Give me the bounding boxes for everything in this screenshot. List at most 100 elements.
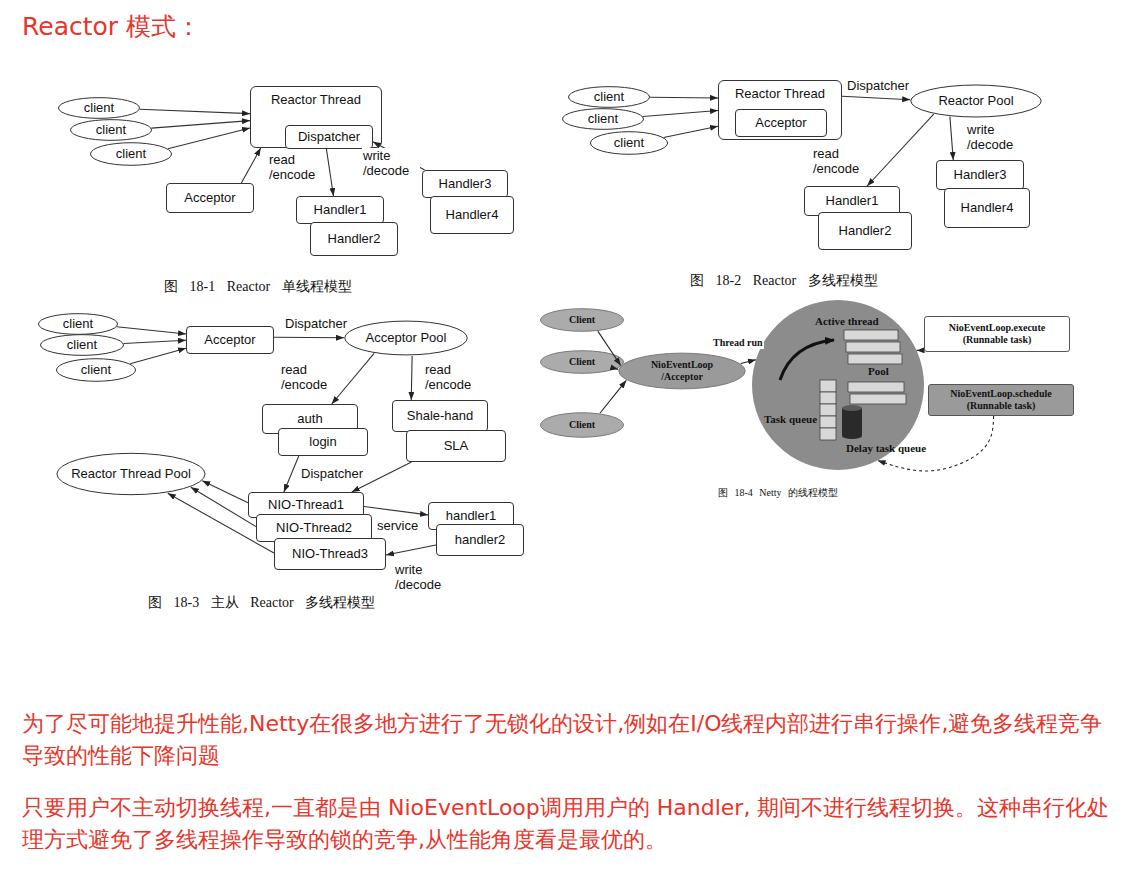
- connector-arrow: [326, 149, 333, 196]
- queue-cell: [820, 392, 836, 404]
- connector-arrow: [364, 507, 428, 515]
- thread-container-box: Reactor ThreadDispatcher: [250, 86, 382, 148]
- edge-label: read /encode: [812, 146, 866, 176]
- delay-queue-cylinder: [842, 405, 862, 439]
- edge-label: Dispatcher: [846, 78, 910, 93]
- node-label: Handler1: [314, 202, 367, 218]
- connector-arrow: [950, 117, 953, 160]
- figure-caption: 图 18-1 Reactor 单线程模型: [164, 278, 352, 296]
- node-label: client: [67, 337, 97, 353]
- ellipse-shape: [56, 359, 135, 382]
- ellipse-shape: [562, 109, 643, 130]
- process-box: Shale-hand: [392, 400, 488, 432]
- cylinder-top: [842, 405, 862, 411]
- acceptor-ellipse: NioEventLoop /Acceptor: [618, 352, 746, 390]
- node-label: NIO-Thread2: [276, 520, 352, 536]
- node-label: handler1: [446, 508, 497, 524]
- connector-arrow: [117, 327, 186, 334]
- edge-label: read /encode: [268, 152, 322, 182]
- node-label: Acceptor Pool: [366, 330, 447, 346]
- pool-bar: [848, 382, 904, 392]
- edge-label: write /decode: [362, 148, 420, 178]
- ellipse-node: Acceptor Pool: [344, 320, 468, 356]
- figure-caption: 图 18-4 Netty 的线程模型: [718, 486, 838, 500]
- queue-cell: [820, 428, 836, 440]
- node-label: client: [96, 122, 126, 138]
- node-label: Handler3: [439, 176, 492, 192]
- edge-label: Dispatcher: [284, 316, 348, 331]
- ellipse-shape: [619, 353, 745, 389]
- node-label: NIO-Thread1: [268, 497, 344, 513]
- node-label: Reactor Thread Pool: [71, 466, 191, 482]
- note-paragraph: 为了尽可能地提升性能,Netty在很多地方进行了无锁化的设计,例如在I/O线程内…: [22, 708, 1122, 772]
- process-box: login: [278, 428, 368, 456]
- node-label: login: [309, 434, 336, 450]
- node-label: NioEventLoop.execute (Runnable task): [930, 322, 1064, 346]
- pool-bar: [844, 330, 898, 340]
- connector-arrow: [168, 128, 250, 149]
- ellipse-node: Reactor Pool: [910, 84, 1042, 118]
- ellipse-node: client: [70, 119, 152, 141]
- node-label: Pool: [868, 365, 889, 378]
- node-label: Handler3: [954, 167, 1007, 183]
- client-ellipse: Client: [540, 412, 624, 438]
- note-paragraph: 只要用户不主动切换线程,一直都是由 NioEventLoop调用用户的 Hand…: [22, 792, 1122, 856]
- cylinder-body: [842, 408, 862, 436]
- ellipse-shape: [58, 98, 139, 119]
- pool-bar: [848, 354, 902, 364]
- node-label: Handler4: [961, 200, 1014, 216]
- ellipse-node: client: [56, 358, 136, 382]
- ellipse-shape: [90, 143, 171, 166]
- process-box: Handler2: [818, 212, 912, 250]
- node-label: client: [588, 111, 618, 127]
- node-label: Handler2: [839, 223, 892, 239]
- connector-arrow: [386, 545, 436, 555]
- node-label: handler2: [455, 532, 506, 548]
- node-label: client: [84, 100, 114, 116]
- node-label: Acceptor: [184, 190, 235, 206]
- edge-label: Thread run: [712, 336, 764, 349]
- client-ellipse: Client: [540, 308, 624, 332]
- process-box: Acceptor: [166, 183, 254, 213]
- pool-bar: [850, 394, 906, 404]
- connector-arrow: [600, 380, 626, 413]
- process-box: Handler1: [296, 196, 384, 224]
- connector-arrow: [842, 96, 910, 99]
- page-title: Reactor 模式：: [22, 10, 201, 43]
- connector-arrow: [643, 110, 718, 116]
- node-label: Reactor Thread: [271, 92, 361, 108]
- ellipse-node: client: [562, 108, 644, 130]
- process-box: Handler2: [310, 222, 398, 256]
- process-box: Acceptor: [186, 326, 274, 354]
- connector-arrow: [202, 481, 248, 503]
- edge-label: write /decode: [966, 122, 1024, 152]
- ellipse-node: client: [568, 86, 650, 108]
- figure-caption: 图 18-3 主从 Reactor 多线程模型: [148, 594, 375, 612]
- edge-label: Dispatcher: [300, 466, 364, 481]
- node-label: SLA: [444, 438, 469, 454]
- queue-cell: [820, 380, 836, 392]
- ellipse-shape: [541, 351, 624, 374]
- ellipse-node: client: [90, 142, 172, 166]
- ellipse-node: client: [58, 97, 140, 119]
- node-label: Client: [569, 356, 595, 368]
- node-label: Acceptor: [755, 115, 806, 131]
- ellipse-shape: [38, 314, 117, 335]
- connector-arrow: [191, 487, 256, 526]
- node-label: NIO-Thread3: [292, 546, 368, 562]
- event-loop-circle: Active threadTask queuePoolDelay task qu…: [752, 300, 924, 470]
- edge-label: service: [376, 518, 419, 533]
- edge-label: read /encode: [280, 362, 334, 392]
- node-label: Handler4: [446, 207, 499, 223]
- process-box: Handler4: [430, 196, 514, 234]
- ellipse-node: Reactor Thread Pool: [56, 452, 206, 496]
- thread-container-box: Reactor ThreadAcceptor: [718, 80, 842, 140]
- client-ellipse: Client: [540, 350, 624, 374]
- queue-cell: [820, 416, 836, 428]
- connector-arrow: [867, 114, 934, 186]
- ellipse-shape: [57, 453, 205, 494]
- task-box: NioEventLoop.execute (Runnable task): [924, 316, 1070, 352]
- ellipse-shape: [541, 309, 624, 332]
- connector-arrow: [741, 360, 756, 364]
